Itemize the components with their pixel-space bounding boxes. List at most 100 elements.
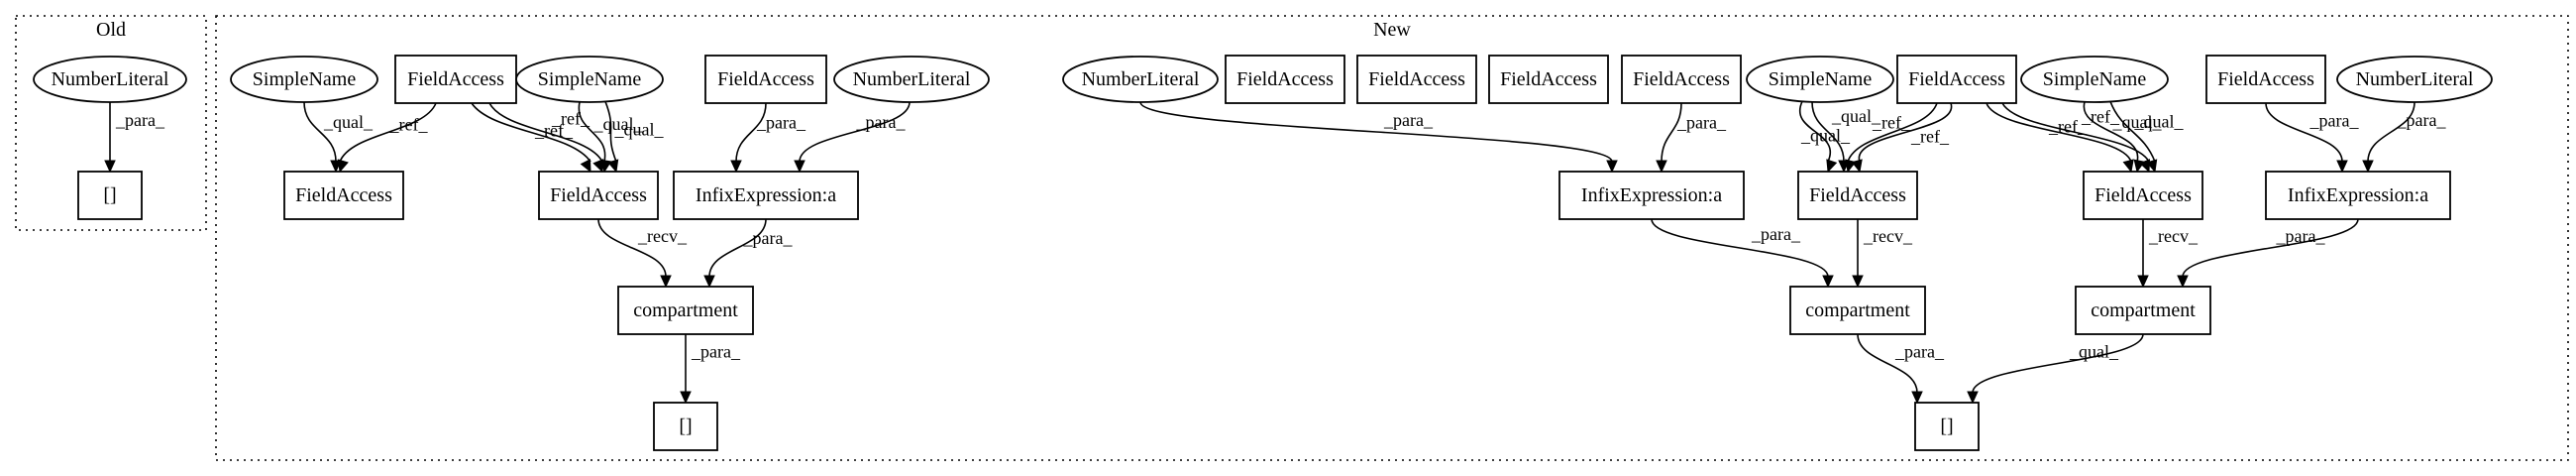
edge: _ref_ [337, 102, 437, 174]
edge-label: _ref_ [534, 121, 574, 141]
arrowhead-icon [1967, 391, 1979, 405]
node-label: NumberLiteral [1082, 68, 1200, 90]
node-label: FieldAccess [2094, 184, 2192, 206]
edge-label: _qual_ [2134, 112, 2185, 132]
node-label: NumberLiteral [853, 68, 971, 90]
node-box [2075, 286, 2211, 335]
arrowhead-icon [703, 275, 715, 289]
edge: _ref_ [488, 102, 604, 174]
edge-line [488, 102, 603, 163]
node-n_sn1: SimpleName [230, 56, 378, 103]
edge: _para_ [2265, 102, 2360, 174]
node-label: compartment [2091, 299, 2196, 321]
edge-label: _para_ [756, 113, 806, 133]
node-n_nl3: NumberLiteral [2336, 56, 2493, 103]
edge: _qual_ [604, 101, 664, 174]
edge: _qual_ [1798, 100, 1851, 174]
node-box [77, 171, 143, 220]
edge: _para_ [1651, 218, 1834, 289]
node-ellipse [515, 56, 664, 103]
node-box [2083, 171, 2203, 220]
edge-line [708, 218, 767, 278]
node-n_fa3: FieldAccess [1225, 55, 1345, 104]
edge-line [2367, 101, 2415, 163]
edge-line [1858, 102, 1953, 163]
node-n_nl2: NumberLiteral [1062, 56, 1219, 103]
edge-label: _para_ [2276, 226, 2326, 246]
edge: _para_ [2177, 218, 2359, 289]
arrowhead-icon [2133, 159, 2145, 174]
edge: _recv_ [597, 218, 688, 289]
edge: _para_ [680, 334, 741, 405]
cluster-old: Old [15, 15, 207, 231]
node-ellipse [2336, 56, 2493, 103]
node-label: compartment [1805, 299, 1910, 321]
arrowhead-icon [2146, 159, 2158, 174]
node-n_fa8: FieldAccess [2205, 55, 2326, 104]
node-label: [] [1940, 416, 1953, 437]
edge: _ref_ [1986, 102, 2134, 174]
edge-line [1798, 100, 1832, 163]
edge-label: _ref_ [389, 115, 429, 135]
arrowhead-icon [1656, 160, 1667, 174]
arrowhead-icon [1851, 159, 1863, 174]
node-box [704, 55, 827, 104]
node-box [2205, 55, 2326, 104]
arrowhead-icon [2362, 160, 2374, 174]
edge-label: _qual_ [1831, 106, 1881, 126]
node-box [394, 55, 517, 104]
node-n_sn2: SimpleName [515, 56, 664, 103]
node-box [283, 171, 404, 220]
arrowhead-icon [1852, 275, 1864, 289]
node-ellipse [1746, 56, 1894, 103]
arrowhead-icon [680, 391, 692, 405]
edge-line [1986, 102, 2132, 163]
edge-label: _qual_ [2112, 112, 2163, 132]
node-ellipse [33, 56, 187, 103]
arrowhead-icon [104, 160, 116, 174]
edge-label: _para_ [691, 342, 741, 362]
arrowhead-icon [1822, 275, 1834, 289]
edge: _qual_ [2083, 101, 2163, 174]
edge: _para_ [1857, 333, 1945, 405]
arrowhead-icon [1606, 160, 1618, 174]
node-n_fa5: FieldAccess [1488, 55, 1609, 104]
node-label: InfixExpression:a [696, 184, 836, 206]
edge-label: _para_ [1751, 224, 1801, 244]
edge-label: _ref_ [1910, 127, 1950, 147]
edge-label: _ref_ [2081, 107, 2120, 127]
arrowhead-icon [794, 160, 805, 174]
node-label: FieldAccess [407, 68, 504, 90]
node-label: FieldAccess [717, 68, 814, 90]
edge-label: _recv_ [2148, 226, 2199, 246]
node-n_br2: [] [1914, 402, 1980, 451]
edge-label: _para_ [2309, 111, 2360, 131]
node-n_ie3: InfixExpression:a [2265, 171, 2451, 220]
node-box [2265, 171, 2451, 220]
node-box [1896, 55, 2017, 104]
node-ellipse [2020, 56, 2169, 103]
edge-line [1857, 333, 1918, 394]
node-label: InfixExpression:a [2288, 184, 2428, 206]
edge-label: _qual_ [1800, 126, 1851, 146]
edge-line [303, 101, 337, 163]
node-label: FieldAccess [1633, 68, 1730, 90]
node-n_faA: FieldAccess [283, 171, 404, 220]
node-n_br1: [] [653, 402, 718, 451]
edge-label: _recv_ [637, 226, 688, 246]
node-n_c2: compartment [1789, 286, 1926, 335]
node-box [1621, 55, 1742, 104]
cluster-border [215, 15, 2569, 461]
edge-line [2265, 102, 2343, 163]
node-label: InfixExpression:a [1581, 184, 1722, 206]
edge: _para_ [104, 102, 165, 174]
node-box [653, 402, 718, 451]
edge-label: _para_ [115, 110, 165, 130]
node-n_c3: compartment [2075, 286, 2211, 335]
edge-label: _recv_ [1863, 226, 1913, 246]
node-label: [] [679, 416, 692, 437]
node-box [1356, 55, 1477, 104]
edge-label: _para_ [856, 112, 907, 132]
edge-label: _para_ [1894, 342, 1945, 362]
edge: _ref_ [1845, 102, 1938, 174]
